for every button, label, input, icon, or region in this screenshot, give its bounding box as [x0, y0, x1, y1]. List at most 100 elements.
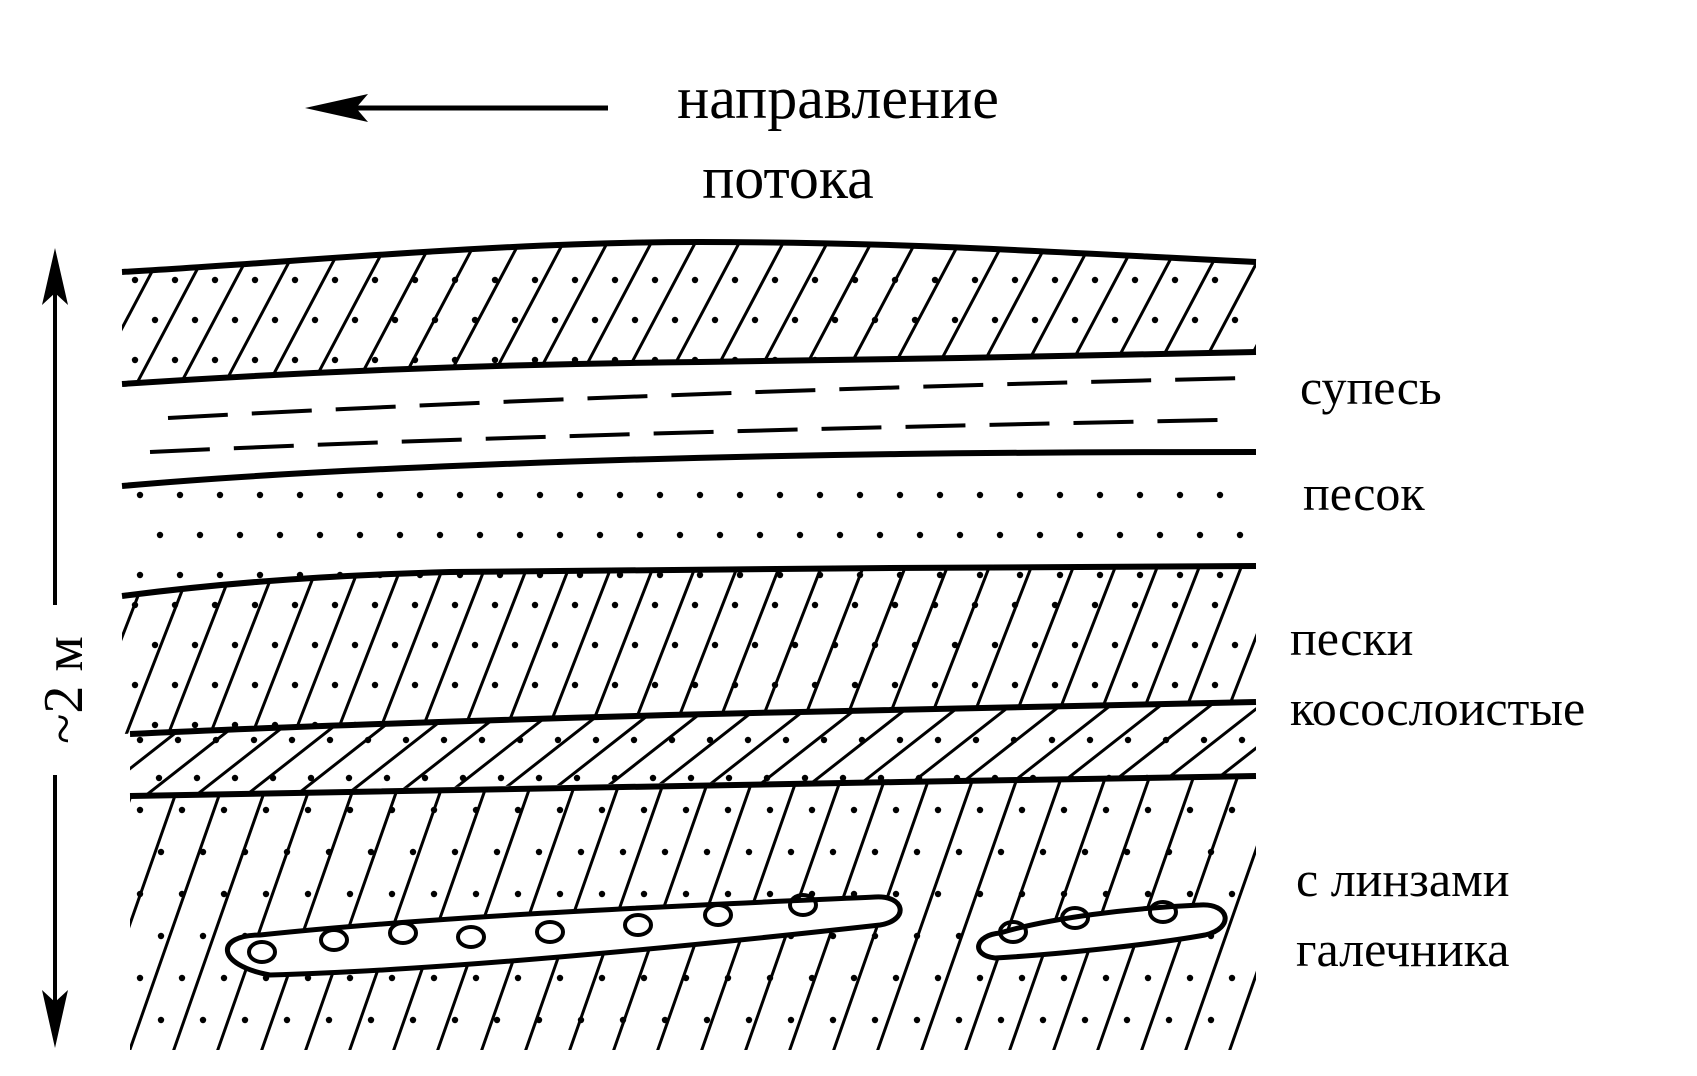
sand-dot — [193, 774, 201, 782]
sand-dot — [251, 681, 259, 689]
sand-dot — [251, 356, 259, 364]
sand-dot — [671, 641, 679, 649]
sand-dot — [851, 681, 859, 689]
pebble-icon — [456, 925, 486, 949]
sand-dot — [231, 774, 239, 782]
sand-dot — [1010, 736, 1018, 744]
sand-dot — [771, 601, 779, 609]
sand-dot — [1102, 974, 1110, 982]
legend-labels: супесь песок пески косослоистые с линзам… — [1290, 359, 1585, 977]
sand-dot — [383, 774, 391, 782]
hatch-line — [542, 566, 616, 734]
hatch-line — [566, 242, 660, 384]
sand-dot — [1060, 806, 1068, 814]
sand-dot — [891, 601, 899, 609]
sand-dot — [157, 1016, 165, 1024]
sand-dot — [346, 890, 354, 898]
sand-dot — [716, 531, 724, 539]
sand-dot — [371, 356, 379, 364]
sand-dot — [296, 491, 304, 499]
sand-dot — [571, 276, 579, 284]
hatch-line — [1089, 702, 1221, 796]
flow-direction-group: направление потока — [305, 65, 999, 211]
sand-dot — [1011, 601, 1019, 609]
sand-dot — [291, 276, 299, 284]
sand-dot — [325, 848, 333, 856]
legend-label-cross-bedded-line1: пески — [1290, 610, 1413, 666]
sand-dot — [651, 601, 659, 609]
pebble-icon — [998, 920, 1028, 944]
sand-dot — [1031, 316, 1039, 324]
sand-dot — [1111, 316, 1119, 324]
sand-dot — [1228, 974, 1236, 982]
sand-dot — [1151, 316, 1159, 324]
sand-dot — [1151, 641, 1159, 649]
hatch-line — [1046, 566, 1120, 734]
sand-dot — [1071, 721, 1079, 729]
sand-dot — [640, 890, 648, 898]
sand-dot — [911, 721, 919, 729]
sand-dot — [839, 774, 847, 782]
sand-dot — [1081, 848, 1089, 856]
sand-dot — [787, 848, 795, 856]
sand-dot — [356, 531, 364, 539]
sand-dot — [598, 806, 606, 814]
sand-dot — [911, 641, 919, 649]
sand-dot — [364, 736, 372, 744]
sand-dot — [451, 1016, 459, 1024]
hatch-line — [742, 242, 836, 384]
sand-dot — [136, 806, 144, 814]
sand-dot — [346, 806, 354, 814]
sand-dot — [1060, 974, 1068, 982]
sand-dot — [535, 1016, 543, 1024]
sand-dot — [616, 491, 624, 499]
sand-dot — [288, 736, 296, 744]
sand-dot — [991, 316, 999, 324]
scale-bar-label: ~2 м — [33, 636, 95, 744]
sand-dot — [304, 890, 312, 898]
sand-dot — [598, 890, 606, 898]
sand-dot — [402, 736, 410, 744]
sand-dot — [157, 932, 165, 940]
sand-dot — [431, 641, 439, 649]
hatch-line — [1004, 566, 1078, 734]
sand-dot — [211, 356, 219, 364]
sand-dot — [336, 491, 344, 499]
sandy-loam-dash-line-1 — [167, 376, 1249, 420]
sand-dot — [1171, 356, 1179, 364]
sand-dot — [668, 736, 676, 744]
sand-dot — [955, 932, 963, 940]
sand-dot — [706, 736, 714, 744]
sand-dot — [556, 974, 564, 982]
legend-label-lenses-line1: с линзами — [1296, 851, 1510, 907]
sand-dot — [1207, 1016, 1215, 1024]
gravel-lens-small — [976, 902, 1228, 961]
sand-dot — [1136, 571, 1144, 579]
sand-dot — [451, 356, 459, 364]
sand-dot — [220, 890, 228, 898]
hatch-line — [1182, 242, 1256, 384]
sand-dot — [831, 641, 839, 649]
sand-dot — [531, 356, 539, 364]
sand-dot — [736, 571, 744, 579]
sand-dot — [535, 774, 543, 782]
sand-dot — [311, 316, 319, 324]
sand-dot — [736, 491, 744, 499]
hatch-line — [1006, 776, 1110, 1050]
sand-dot — [876, 531, 884, 539]
sand-dot — [656, 571, 664, 579]
sand-dot — [220, 974, 228, 982]
boundary-cross-bed-1-base — [129, 699, 1257, 737]
hatch-line — [332, 566, 406, 734]
sand-dot — [1031, 641, 1039, 649]
sand-dot — [619, 848, 627, 856]
hatch-line — [214, 776, 318, 1050]
sand-dot — [808, 974, 816, 982]
hatch-line — [416, 566, 490, 734]
hatch-line — [164, 566, 238, 734]
sand-dot — [556, 806, 564, 814]
hatch-line — [874, 242, 968, 384]
sand-dot — [411, 681, 419, 689]
sand-dot — [1211, 681, 1219, 689]
sand-dot — [250, 736, 258, 744]
